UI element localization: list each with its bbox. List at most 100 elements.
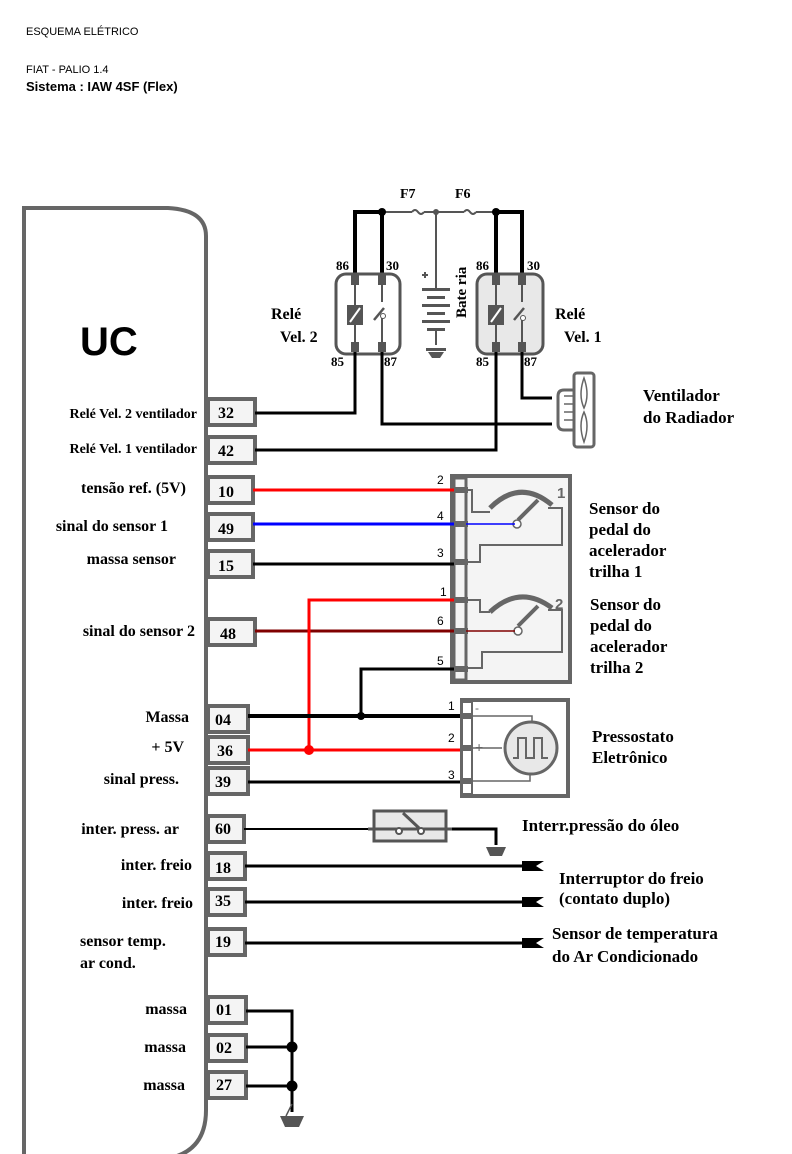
fuse-f6-label: F6 (455, 187, 471, 202)
potentiometer-track-2-icon (488, 594, 554, 614)
pin-number: 32 (218, 405, 234, 422)
track-2-marker: 2 (555, 596, 563, 613)
pressure-sensor-label-line2: Eletrônico (592, 748, 668, 767)
fuse-f7-icon (411, 209, 425, 215)
pin-label: tensão ref. (5V) (81, 480, 186, 497)
pin-box-15[interactable] (206, 549, 255, 579)
fuse-f7-label: F7 (400, 187, 416, 202)
track1-label: pedal do (589, 520, 651, 539)
pressure-sensor (460, 698, 570, 798)
pin-label: Massa (145, 709, 189, 726)
pin-number: 60 (215, 821, 231, 838)
track1-label: acelerador (589, 541, 667, 560)
pin-number: 36 (217, 743, 233, 760)
pin-number: 15 (218, 558, 234, 575)
relay2-label: Relé (271, 306, 301, 323)
pedal-sensor-wires (253, 488, 515, 750)
pressure-sensor-label: Pressostato (592, 727, 674, 746)
junction-dot (492, 208, 500, 216)
pedal-pin: 1 (440, 585, 447, 599)
pin-label: inter. freio (122, 895, 193, 912)
pin-label: Relé Vel. 2 ventilador (69, 407, 197, 422)
pin-label: sensor temp. (80, 933, 166, 950)
pressure-pin-numbers: 1 2 3 (448, 699, 455, 782)
pin-number: 01 (216, 1002, 232, 1019)
pin-label: sinal do sensor 2 (83, 623, 195, 640)
pin-number: 19 (215, 934, 231, 951)
ecu-label: UC (80, 320, 138, 364)
relay1-pin-86: 86 (476, 258, 490, 273)
relay-wires (255, 352, 552, 452)
pin-number: 02 (216, 1040, 232, 1057)
pin-number: 18 (215, 860, 231, 877)
ecu-ground-wires (246, 1009, 298, 1112)
track2-label: pedal do (590, 616, 652, 635)
relay-vel2 (334, 272, 402, 356)
track1-label: trilha 1 (589, 562, 642, 581)
battery-icon (422, 272, 450, 358)
fuse-f6-icon (463, 209, 477, 215)
track-1-marker: 1 (557, 485, 565, 502)
pressure-pin: 3 (448, 768, 455, 782)
vehicle-model: FIAT - PALIO 1.4 (26, 64, 109, 76)
relay2-pin-86: 86 (336, 258, 350, 273)
pressure-pin: 2 (448, 731, 455, 745)
relay1-label: Relé (555, 306, 585, 323)
track2-label: Sensor do (590, 595, 661, 614)
junction-dot (357, 712, 365, 720)
pedal-pin: 6 (437, 614, 444, 628)
switch-contact-icon (373, 307, 385, 321)
connector-arrow-icon (522, 938, 544, 948)
pin-number: 35 (215, 893, 231, 910)
ac-temp-sensor-label: Sensor de temperatura (552, 924, 718, 943)
pin-label: inter. press. ar (81, 821, 179, 838)
relay2-label-line2: Vel. 2 (280, 329, 318, 346)
pin-number: 04 (215, 712, 231, 729)
fan-label: Ventilador (643, 386, 720, 405)
system-title: Sistema : IAW 4SF (Flex) (26, 79, 178, 94)
pin-box-32[interactable] (206, 397, 257, 427)
relay2-pin-30: 30 (386, 258, 399, 273)
pin-label: Relé Vel. 1 ventilador (69, 442, 197, 457)
pressure-sensor-wires (248, 712, 460, 784)
radiator-fan-icon (556, 371, 596, 449)
pin-number: 10 (218, 484, 234, 501)
oil-pressure-switch (244, 809, 506, 856)
pedal-sensor (450, 474, 572, 684)
pin-label: inter. freio (121, 857, 192, 874)
relay-vel1 (475, 272, 545, 356)
pin-box-04[interactable] (206, 704, 250, 734)
pressure-pin: 1 (448, 699, 455, 713)
ecu-pins: 32 Relé Vel. 2 ventilador 42 Relé Vel. 1… (56, 397, 257, 1100)
document-type: ESQUEMA ELÉTRICO (26, 26, 139, 38)
ground-icon (486, 847, 506, 856)
switch-contact-icon (513, 307, 525, 321)
relay2-pin-85: 85 (331, 354, 345, 369)
pin-label: sinal press. (104, 771, 179, 788)
pin-label: massa sensor (87, 551, 176, 568)
pin-label: + 5V (151, 739, 184, 756)
minus-sign: - (475, 701, 479, 715)
ac-temp-sensor-label-line2: do Ar Condicionado (552, 947, 698, 966)
track1-label: Sensor do (589, 499, 660, 518)
battery-label: Bate ria (454, 266, 470, 318)
pin-number: 42 (218, 443, 234, 460)
pin-number: 49 (218, 521, 234, 538)
junction-dot (378, 208, 386, 216)
relay1-pin-30: 30 (527, 258, 540, 273)
pedal-pin-numbers: 2 4 3 1 6 5 (437, 473, 447, 668)
brake-switch-label: Interruptor do freio (559, 869, 704, 888)
pin-number: 39 (215, 774, 231, 791)
potentiometer-track-1-icon (488, 489, 554, 510)
junction-dot (304, 745, 314, 755)
brake-switch-label-line2: (contato duplo) (559, 889, 670, 908)
pin-label: massa (145, 1001, 187, 1018)
pin-box-49[interactable] (206, 512, 255, 542)
pin-box-42[interactable] (206, 435, 257, 465)
pin-label: massa (143, 1077, 185, 1094)
pin-number: 48 (220, 626, 236, 643)
pin-label-line2: ar cond. (80, 955, 136, 972)
pin-label: sinal do sensor 1 (56, 518, 168, 535)
pedal-pin: 5 (437, 654, 444, 668)
